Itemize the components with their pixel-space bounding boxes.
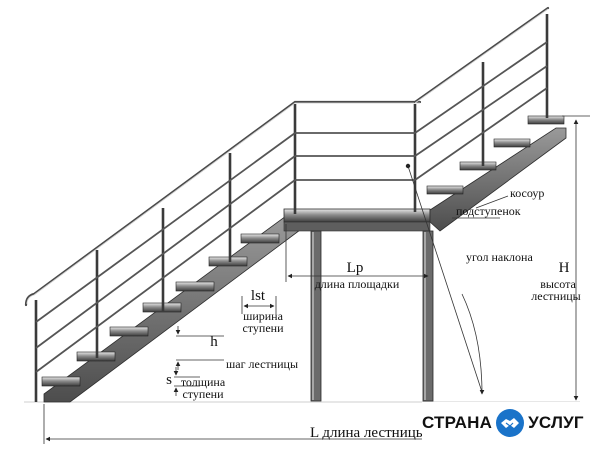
step-height-symbol: h — [210, 334, 218, 350]
stringer-label: косоур — [510, 186, 544, 200]
tread-width-desc-line2: ступени — [242, 321, 284, 335]
landing-leg-right — [422, 230, 434, 402]
length-dimension — [43, 404, 422, 444]
height-dimension — [562, 115, 590, 401]
landing-slab — [283, 208, 431, 223]
height-symbol: H — [559, 260, 570, 276]
watermark-badge: СТРАНА УСЛУГ — [422, 402, 594, 444]
landing-leg-left — [310, 230, 322, 402]
tread-width-desc-line1: ширина — [243, 309, 284, 323]
incline-angle-label: угол наклона — [466, 250, 533, 264]
incline-angle-arc — [405, 163, 485, 395]
upper-stringer — [429, 127, 567, 232]
height-desc-line1: высота — [540, 277, 576, 291]
watermark-word-1: СТРАНА — [422, 413, 493, 432]
tread-thickness-symbol: s — [166, 372, 172, 388]
handshake-icon — [496, 409, 525, 437]
tread-thickness-desc-line1: толщина — [181, 375, 226, 389]
lower-handrail — [24, 100, 422, 373]
stringer-leader — [475, 195, 509, 209]
tread-thickness-desc-line2: ступени — [182, 387, 224, 401]
tread-thickness-dimension — [173, 367, 200, 396]
height-desc-line2: лестницы — [531, 289, 581, 303]
upper-treads — [426, 115, 565, 195]
watermark-word-2: УСЛУГ — [528, 413, 584, 432]
landing-length-desc: длина площадки — [315, 277, 400, 291]
riser-label: подступенок — [456, 204, 521, 218]
landing-length-symbol: Lp — [347, 260, 364, 276]
landing-railing — [295, 104, 417, 212]
tread-width-symbol: lst — [251, 288, 266, 304]
tread-width-dimension — [241, 296, 277, 314]
step-height-desc: шаг лестницы — [226, 357, 298, 371]
upper-railing — [413, 6, 550, 181]
landing-length-dimension — [285, 224, 429, 282]
step-height-dimension — [175, 326, 224, 370]
lower-railing-posts — [34, 104, 297, 402]
stair-length-label: L длина лестницы — [310, 425, 426, 441]
